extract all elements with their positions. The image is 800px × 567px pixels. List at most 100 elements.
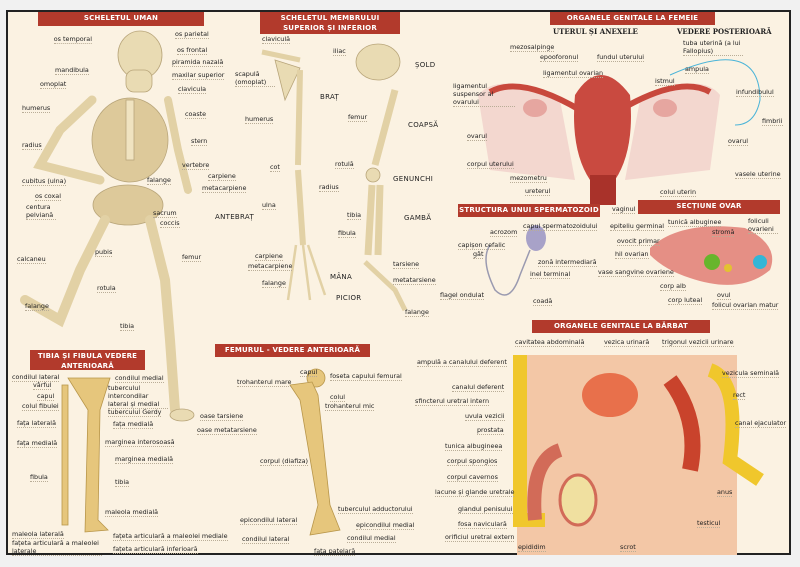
- male-label: corpul spongios: [447, 457, 498, 466]
- skeleton-label: pubis: [95, 248, 113, 257]
- skeleton-label: metacarpiene: [202, 184, 247, 193]
- tibia-label: capul: [37, 392, 55, 401]
- femur-label: trohanterul mic: [325, 402, 375, 411]
- section-header-tibia: TIBIA ȘI FIBULA VEDERE ANTERIOARĂ: [30, 350, 145, 370]
- sperm-label: capul spermatozoidului: [523, 222, 598, 231]
- tibia-label: fața medială: [113, 420, 154, 429]
- section-header-femur: FEMURUL - VEDERE ANTERIOARĂ: [215, 344, 370, 357]
- male-illustration: [513, 355, 764, 555]
- male-label: fosa naviculară: [458, 520, 507, 529]
- limbs-label: ANTEBRAȚ: [215, 213, 255, 221]
- skeleton-label: stern: [191, 137, 208, 146]
- limbs-label: tibia: [347, 211, 362, 220]
- female-label: fundul uterului: [597, 53, 645, 62]
- femur-label: foseta capului femural: [330, 372, 402, 381]
- female-label: mezometru: [510, 174, 547, 183]
- skeleton-label: carpiene: [208, 172, 236, 181]
- male-label: anus: [717, 488, 733, 497]
- femur-label: tuberculul adductorului: [338, 505, 413, 514]
- female-label: ligamentul suspensor al ovarului: [453, 82, 515, 107]
- skeleton-label: humerus: [22, 104, 51, 113]
- ovary-label: stromă: [712, 228, 735, 237]
- skeleton-label: os temporal: [53, 35, 92, 44]
- skeleton-label: falange: [147, 176, 171, 185]
- limbs-label: iliac: [333, 47, 346, 56]
- male-label: uvula vezicii: [465, 412, 505, 421]
- skeleton-label: oase tarsiene: [200, 412, 244, 421]
- skeleton-label: coaste: [185, 110, 207, 119]
- tibia-label: fibula: [30, 473, 48, 482]
- male-label: tunica albugineea: [445, 442, 503, 451]
- female-label: infundibulul: [736, 88, 774, 97]
- male-label: canal ejaculator: [735, 419, 787, 428]
- skeleton-label: clavicula: [178, 85, 207, 94]
- male-label: glandul penisului: [458, 505, 513, 514]
- femur-label: colul: [330, 393, 346, 402]
- skeleton-label: omoplat: [40, 80, 67, 89]
- skeleton-label: os parietal: [175, 30, 209, 39]
- section-header-ovary: SECȚIUNE OVAR: [638, 200, 780, 214]
- limbs-label: ȘOLD: [415, 61, 436, 69]
- ovary-label: ovocit primar: [617, 237, 660, 246]
- section-header-female: ORGANELE GENITALE LA FEMEIE: [550, 12, 715, 25]
- section-header-skeleton: SCHELETUL UMAN: [38, 12, 204, 26]
- tibia-label: colul fibulei: [22, 402, 59, 411]
- male-label: trigonul vezicii urinare: [662, 338, 734, 347]
- limbs-label: falange: [405, 308, 429, 317]
- female-label: fimbrii: [762, 117, 783, 126]
- skeleton-label: centura pelviană: [26, 203, 56, 220]
- skeleton-label: maxilar superior: [172, 71, 225, 80]
- tibia-label: fațeta articulară a maleolei laterale: [12, 539, 102, 556]
- limbs-label: tarsiene: [393, 260, 420, 269]
- female-label: ovarul: [467, 132, 488, 141]
- skeleton-label: coccis: [160, 219, 180, 228]
- skeleton-label: os frontal: [177, 46, 208, 55]
- male-label: vezicula seminală: [722, 369, 780, 378]
- ovary-label: folicul ovarian matur: [712, 301, 779, 310]
- limbs-label: PICIOR: [336, 294, 362, 302]
- skeleton-label: calcaneu: [17, 255, 46, 264]
- tibia-label: condilul lateral: [12, 373, 60, 382]
- limbs-label: GAMBĂ: [404, 214, 432, 222]
- sperm-label: gât: [473, 250, 484, 259]
- male-label: scrot: [620, 543, 636, 552]
- male-label: testicul: [697, 519, 721, 528]
- tibia-label: marginea medială: [115, 455, 174, 464]
- female-label: vaginul: [612, 205, 636, 214]
- tibia-label: maleola laterală: [12, 530, 64, 539]
- femur-label: fața patelară: [314, 547, 356, 556]
- limbs-label: metatarsiene: [393, 276, 436, 285]
- section-header-limbs: SCHELETUL MEMBRULUI SUPERIOR ȘI INFERIOR: [260, 12, 400, 34]
- male-label: epididim: [518, 543, 546, 552]
- tibia-label: fața laterală: [17, 419, 56, 428]
- femur-label: epicondilul lateral: [240, 516, 298, 525]
- ovary-label: corp luteal: [668, 296, 703, 305]
- femur-label: condilul medial: [347, 534, 396, 543]
- skeleton-label: oase metatarsiene: [197, 426, 257, 435]
- section-header-male: ORGANELE GENITALE LA BĂRBAT: [532, 320, 710, 333]
- male-label: prostata: [477, 426, 504, 435]
- skeleton-illustration: [20, 30, 195, 422]
- skeleton-label: falange: [25, 302, 49, 311]
- tibia-label: tibia: [115, 478, 130, 487]
- female-label: ureterul: [525, 187, 551, 196]
- ovary-label: hil ovarian: [615, 250, 649, 259]
- male-label: cavitatea abdominală: [515, 338, 585, 347]
- tibia-label: fațeta articulară inferioară: [113, 545, 198, 554]
- limbs-label: rotulă: [335, 160, 354, 169]
- limbs-label: scapulă (omoplat): [235, 70, 275, 87]
- female-label: istmul: [655, 77, 675, 86]
- female-label: ovarul: [728, 137, 749, 146]
- skeleton-label: os coxal: [35, 192, 61, 201]
- limbs-label: humerus: [245, 115, 274, 124]
- limbs-label: ulna: [262, 201, 276, 210]
- female-subtitle-right: VEDERE POSTERIOARĂ: [677, 27, 772, 36]
- female-label: colul uterin: [660, 188, 696, 197]
- male-label: canalul deferent: [452, 383, 505, 392]
- male-label: sfincterul uretral intern: [415, 397, 489, 406]
- skeleton-label: vertebre: [182, 161, 210, 170]
- femur-label: condilul lateral: [242, 535, 290, 544]
- section-header-sperm: STRUCTURA UNUI SPERMATOZOID: [458, 204, 600, 217]
- tibia-label: tuberculul Gerdy: [108, 408, 162, 417]
